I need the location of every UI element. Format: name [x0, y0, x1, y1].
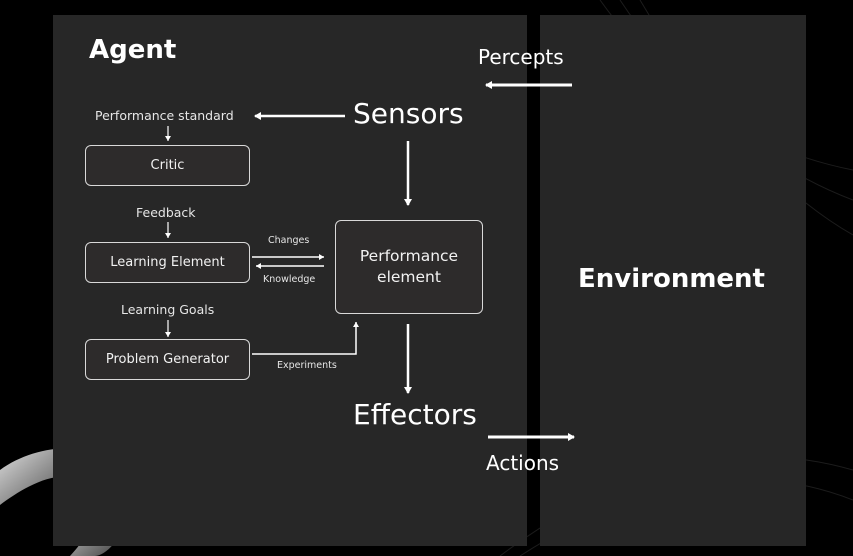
actions-label: Actions [486, 451, 560, 475]
changes-label: Changes [268, 235, 310, 246]
effectors-label: Effectors [353, 398, 477, 431]
environment-panel [540, 15, 806, 546]
knowledge-label: Knowledge [263, 274, 316, 285]
learning-element-box: Learning Element [85, 242, 250, 283]
sensors-label: Sensors [353, 97, 464, 130]
experiments-label: Experiments [277, 360, 337, 371]
problem-generator-box: Problem Generator [85, 339, 250, 380]
learning-element-label: Learning Element [110, 255, 225, 270]
performance-element-box: Performance element [335, 220, 483, 314]
percepts-label: Percepts [478, 45, 564, 69]
learning-goals-label: Learning Goals [121, 302, 215, 317]
critic-label: Critic [150, 158, 185, 173]
agent-title: Agent [89, 35, 177, 65]
performance-standard-label: Performance standard [95, 108, 234, 123]
environment-title: Environment [578, 264, 765, 294]
critic-box: Critic [85, 145, 250, 186]
performance-element-label: Performance element [359, 247, 459, 286]
feedback-label: Feedback [136, 205, 196, 220]
problem-generator-label: Problem Generator [105, 352, 230, 367]
experiments-arrow [252, 322, 359, 355]
